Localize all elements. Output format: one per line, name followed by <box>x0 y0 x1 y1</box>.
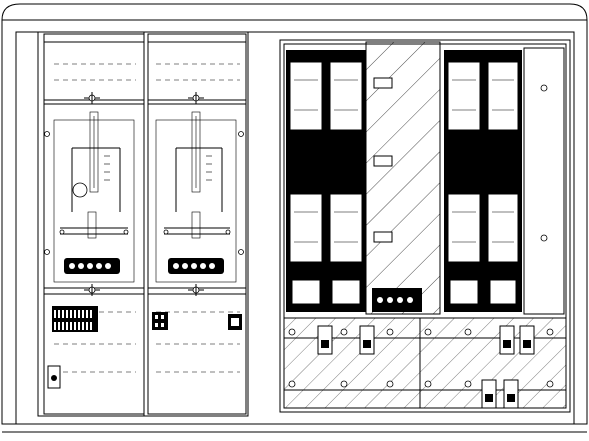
busbar-clamp-3 <box>499 325 515 355</box>
meter-panel-1 <box>37 31 145 417</box>
fuse-column-2 <box>326 50 366 312</box>
busbar-clamp-5 <box>481 379 497 409</box>
busbar-system <box>283 317 567 409</box>
slider-2 <box>175 111 223 212</box>
fuse-panel <box>279 39 571 413</box>
busbar-clamp-2 <box>359 325 375 355</box>
cover-plate <box>365 41 441 315</box>
side-plate <box>523 47 565 315</box>
busbar-terminal-block-1 <box>64 258 120 274</box>
busbar-terminal-block-2 <box>168 258 224 274</box>
din-rail-2 <box>163 211 231 239</box>
busbar-clamp-4 <box>519 325 535 355</box>
busbar-clamp-6 <box>503 379 519 409</box>
knob-2a <box>188 92 204 104</box>
meter-panel-2 <box>143 31 249 417</box>
fuse-column-1 <box>286 50 326 312</box>
device-1 <box>47 365 61 389</box>
fuse-column-3 <box>444 50 484 312</box>
din-rail-1 <box>59 211 129 239</box>
housing <box>1 3 588 433</box>
din-device-2b <box>228 314 242 330</box>
slider-1 <box>71 111 121 212</box>
busbar-clamp-1 <box>317 325 333 355</box>
knob-1a <box>84 92 100 104</box>
terminal-strip <box>52 306 98 332</box>
knob-1b <box>84 284 100 296</box>
din-device-2a <box>152 312 168 330</box>
fuse-column-4 <box>484 50 522 312</box>
